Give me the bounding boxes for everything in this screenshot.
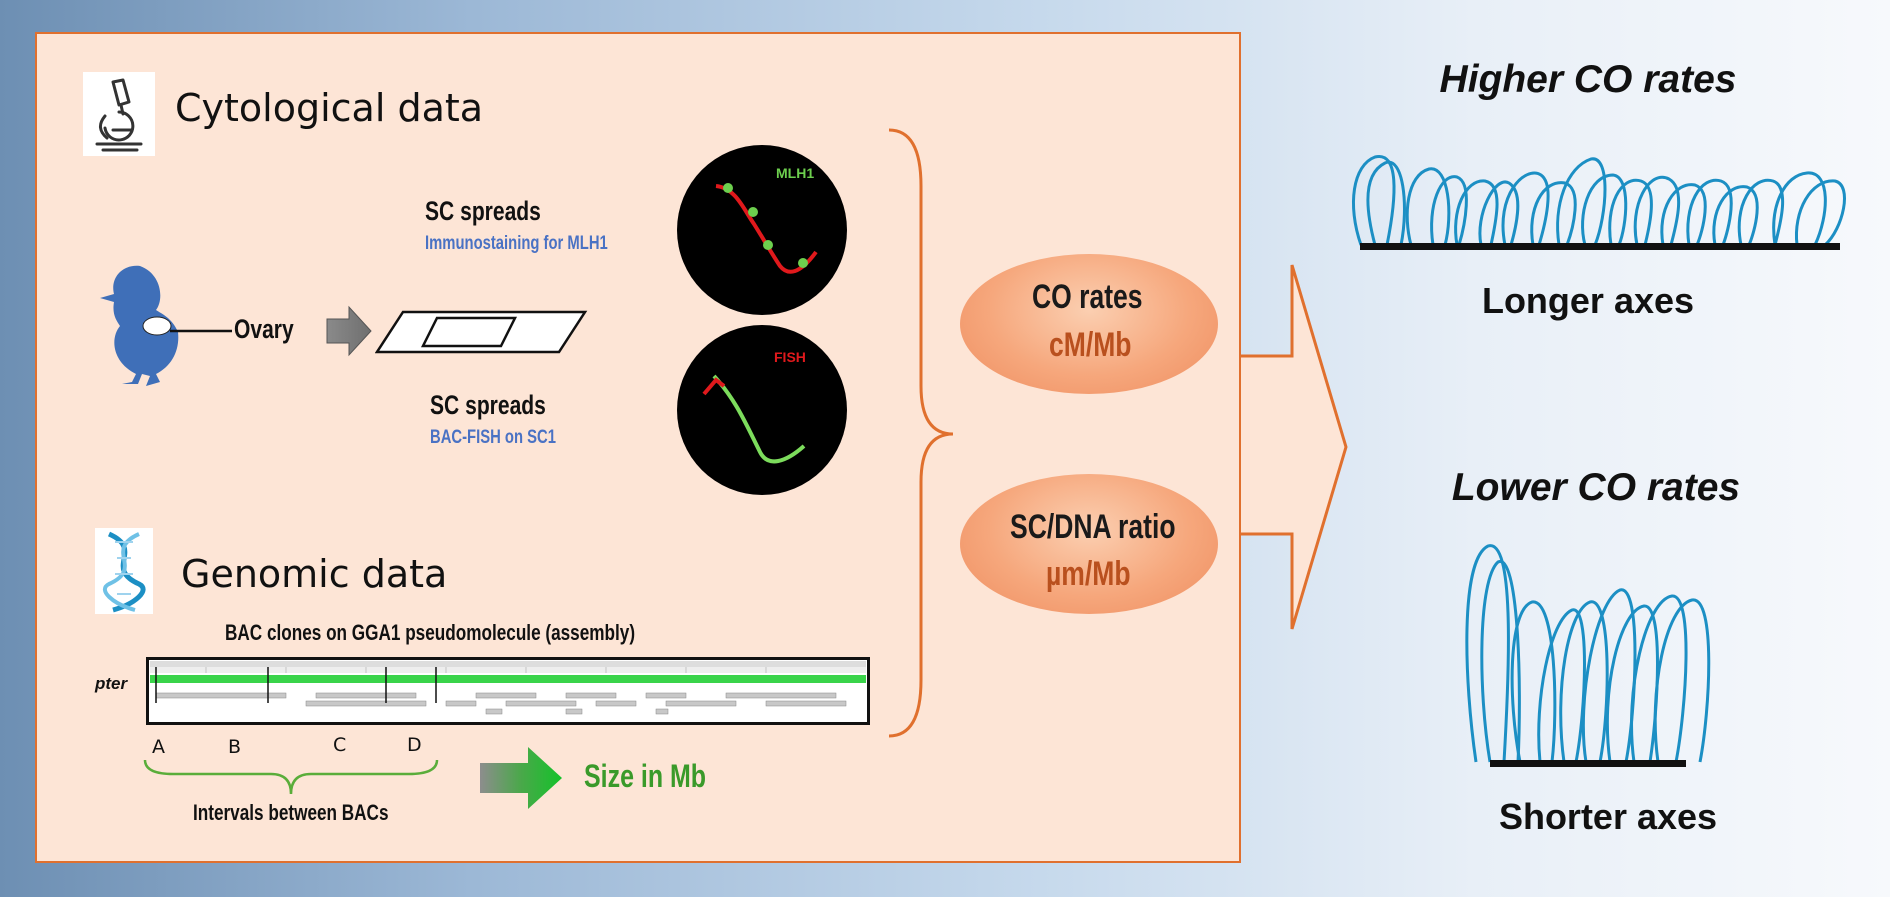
long-axes-loops [1351,155,1846,250]
dna-icon [95,528,153,614]
sc-dna-oval: SC/DNA ratio µm/Mb [960,474,1218,614]
ovary-label: Ovary [234,314,294,344]
sc-dna-label: SC/DNA ratio [1010,508,1176,546]
big-right-arrow [1241,264,1348,630]
right-arrow-icon [326,305,372,357]
bac-letter-a: A [152,736,165,758]
intervals-brace [143,759,439,795]
green-arrow-icon [480,747,562,809]
bac-title: BAC clones on GGA1 pseudomolecule (assem… [225,620,636,645]
shorter-axes-label: Shorter axes [1498,796,1718,837]
chick-icon [100,265,232,386]
sc-dna-unit: µm/Mb [1046,555,1131,593]
merge-brace [888,128,954,738]
genome-browser-track [146,657,870,725]
microscope-icon [83,72,155,156]
fish-micrograph: FISH [677,325,847,495]
mlh1-micrograph: MLH1 [677,145,847,315]
size-label: Size in Mb [584,758,707,794]
bac-letter-d: D [407,734,422,756]
spread1-subtitle: Immunostaining for MLH1 [425,233,608,254]
slide-illustration [375,310,588,354]
higher-co-title: Higher CO rates [1439,58,1737,101]
fish-label: FISH [774,349,806,365]
longer-axes-label: Longer axes [1481,280,1695,321]
co-rates-unit: cM/Mb [1049,326,1132,364]
pter-label: pter [95,674,128,693]
bac-letter-b: B [228,736,242,758]
mlh1-label: MLH1 [776,165,814,181]
cytological-title: Cytological data [175,86,484,130]
data-panel [35,32,1241,863]
genomic-title: Genomic data [181,552,448,596]
lower-co-title: Lower CO rates [1451,466,1741,509]
spread1-title: SC spreads [425,196,541,226]
co-rates-label: CO rates [1032,278,1143,316]
intervals-label: Intervals between BACs [193,800,389,825]
co-rates-oval: CO rates cM/Mb [960,254,1218,394]
short-axes-loops [1465,544,1711,767]
spread2-subtitle: BAC-FISH on SC1 [430,427,556,448]
spread2-title: SC spreads [430,390,546,420]
bac-letter-c: C [333,734,347,756]
